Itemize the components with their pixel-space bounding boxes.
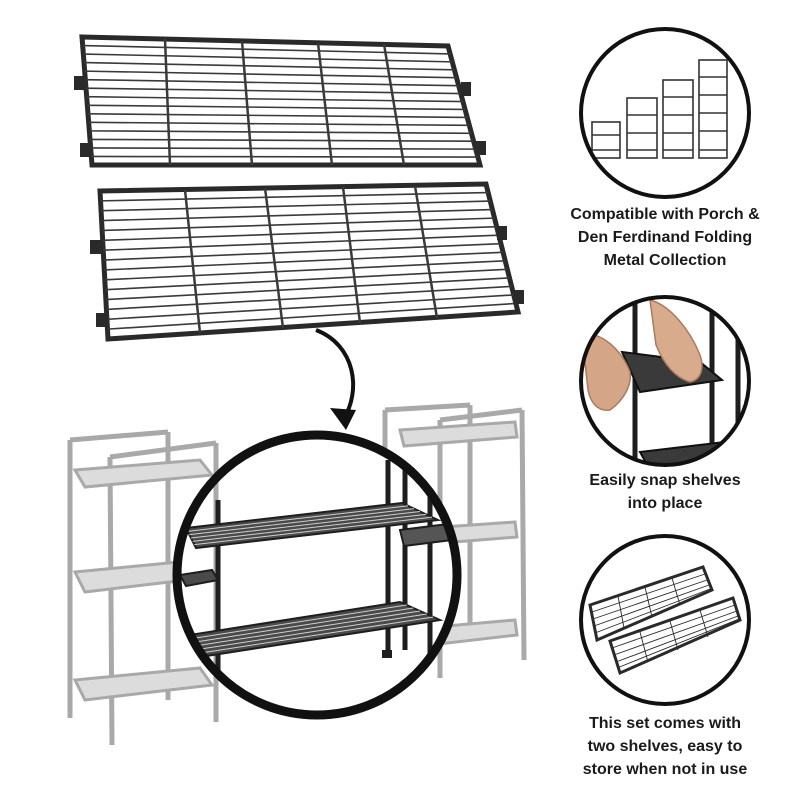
feature-caption-compatibility: Compatible with Porch & Den Ferdinand Fo… (540, 203, 790, 272)
shelf-wire (106, 285, 512, 311)
feature-caption-set-contents: This set comes with two shelves, easy to… (540, 712, 790, 781)
shelf-wire (100, 191, 489, 202)
shelf-wire (194, 516, 433, 546)
magnifier-circle (172, 430, 462, 720)
feature-circle-two-shelves (579, 534, 751, 706)
shelf-wire (104, 251, 504, 271)
shelf-wire (82, 44, 451, 55)
shelf-wire (102, 217, 495, 232)
mini-unit-5tier (698, 59, 728, 159)
caption-line: Metal Collection (603, 252, 727, 269)
mini-unit-4tier (662, 79, 694, 159)
caption-line: store when not in use (582, 761, 748, 778)
shelf-wire (190, 511, 421, 539)
ghost-unit-left (67, 429, 219, 746)
shelf-wire (104, 260, 506, 281)
shelf-wire (106, 294, 514, 321)
shelf-wire (87, 104, 466, 111)
caption-line: Compatible with Porch & (570, 206, 760, 223)
shelf-wire (85, 87, 461, 95)
hand-right (649, 299, 703, 383)
curved-arrow-down-icon (315, 328, 356, 430)
shelf-wire (91, 155, 478, 158)
shelf-wire (198, 616, 434, 654)
shelf-wire (90, 147, 476, 150)
caption-line: Den Ferdinand Folding (577, 229, 753, 246)
shelf-wire (89, 138, 474, 142)
shelf-wire (84, 70, 457, 79)
shelf-wire (89, 130, 472, 135)
shelf-wire (103, 234, 499, 251)
shelf-wire (83, 61, 455, 71)
shelf-wire (101, 200, 491, 212)
shelf-wire (196, 613, 427, 651)
shelf-wire (107, 302, 516, 330)
shelf-wire (191, 604, 407, 640)
shelf-wire (88, 121, 470, 127)
shelf-wire (83, 53, 453, 63)
shelf-panel-top (74, 34, 486, 168)
mini-unit-2tier (591, 121, 621, 159)
shelf-wire (105, 277, 510, 301)
shelf-wire (103, 242, 501, 261)
shelf-wire (189, 508, 415, 536)
shelf-panel-bottom (90, 181, 524, 342)
caption-line: Easily snap shelves (589, 472, 741, 489)
hand-left (581, 333, 632, 411)
shelf-wire (101, 208, 493, 222)
feature-circle-collection (579, 27, 751, 199)
feature-circle-snap (579, 295, 751, 467)
mini-unit-3tier (626, 97, 658, 159)
caption-line: This set comes with (588, 715, 742, 732)
shelf-wire (86, 95, 463, 103)
caption-line: two shelves, easy to (587, 738, 743, 755)
shelf-wire (87, 113, 468, 119)
shelf-wire (187, 505, 409, 532)
shelf-wire (192, 513, 427, 542)
shelf-wire (102, 225, 497, 242)
feature-caption-snap-in: Easily snap shelves into place (540, 469, 790, 515)
shelf-wire (85, 78, 459, 87)
shelf-wire (105, 268, 508, 291)
shelf-wire (194, 610, 421, 647)
shelf-wire (193, 607, 414, 643)
caption-line: into place (627, 495, 703, 512)
